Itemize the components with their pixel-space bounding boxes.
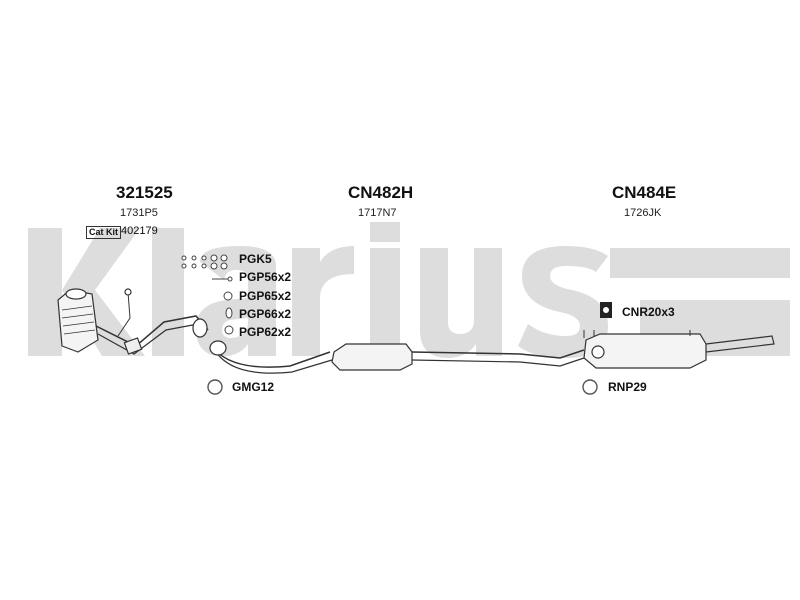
rnp29-icon: [582, 379, 598, 395]
section-ref-3: 1726JK: [624, 207, 662, 219]
washer-icon-1: [223, 291, 233, 301]
part-label-rnp29: RNP29: [608, 380, 647, 394]
catkit-number: 402179: [121, 225, 158, 237]
tail-pipe: [705, 335, 775, 353]
rear-silencer: [583, 333, 707, 369]
section-title-2: CN482H: [348, 183, 414, 202]
catkit-badge: Cat Kit: [86, 226, 121, 239]
section-title-3: CN484E: [612, 183, 677, 202]
part-label-pgp56: PGP56x2: [239, 270, 292, 284]
section-ref-1: 1731P5: [120, 207, 158, 219]
centre-silencer: [331, 343, 413, 371]
part-label-cnr20: CNR20x3: [622, 305, 675, 319]
bolt-icon: [212, 276, 233, 282]
section-title-1: 321525: [116, 183, 173, 202]
part-label-pgp66: PGP66x2: [239, 307, 292, 321]
section-ref-2: 1717N7: [358, 207, 397, 219]
part-label-pgp65: PGP65x2: [239, 289, 292, 303]
pgk5-icon: [181, 254, 228, 270]
cnr20-icon: [600, 302, 612, 318]
sensor-bracket: [117, 291, 131, 337]
part-label-gmg12: GMG12: [232, 380, 275, 394]
part-label-pgk5: PGK5: [239, 252, 272, 266]
gmg12-icon: [207, 379, 223, 395]
catalytic-converter: [57, 288, 99, 353]
washer-icon-2: [225, 307, 233, 319]
part-label-pgp62: PGP62x2: [239, 325, 292, 339]
washer-icon-3: [224, 325, 234, 335]
